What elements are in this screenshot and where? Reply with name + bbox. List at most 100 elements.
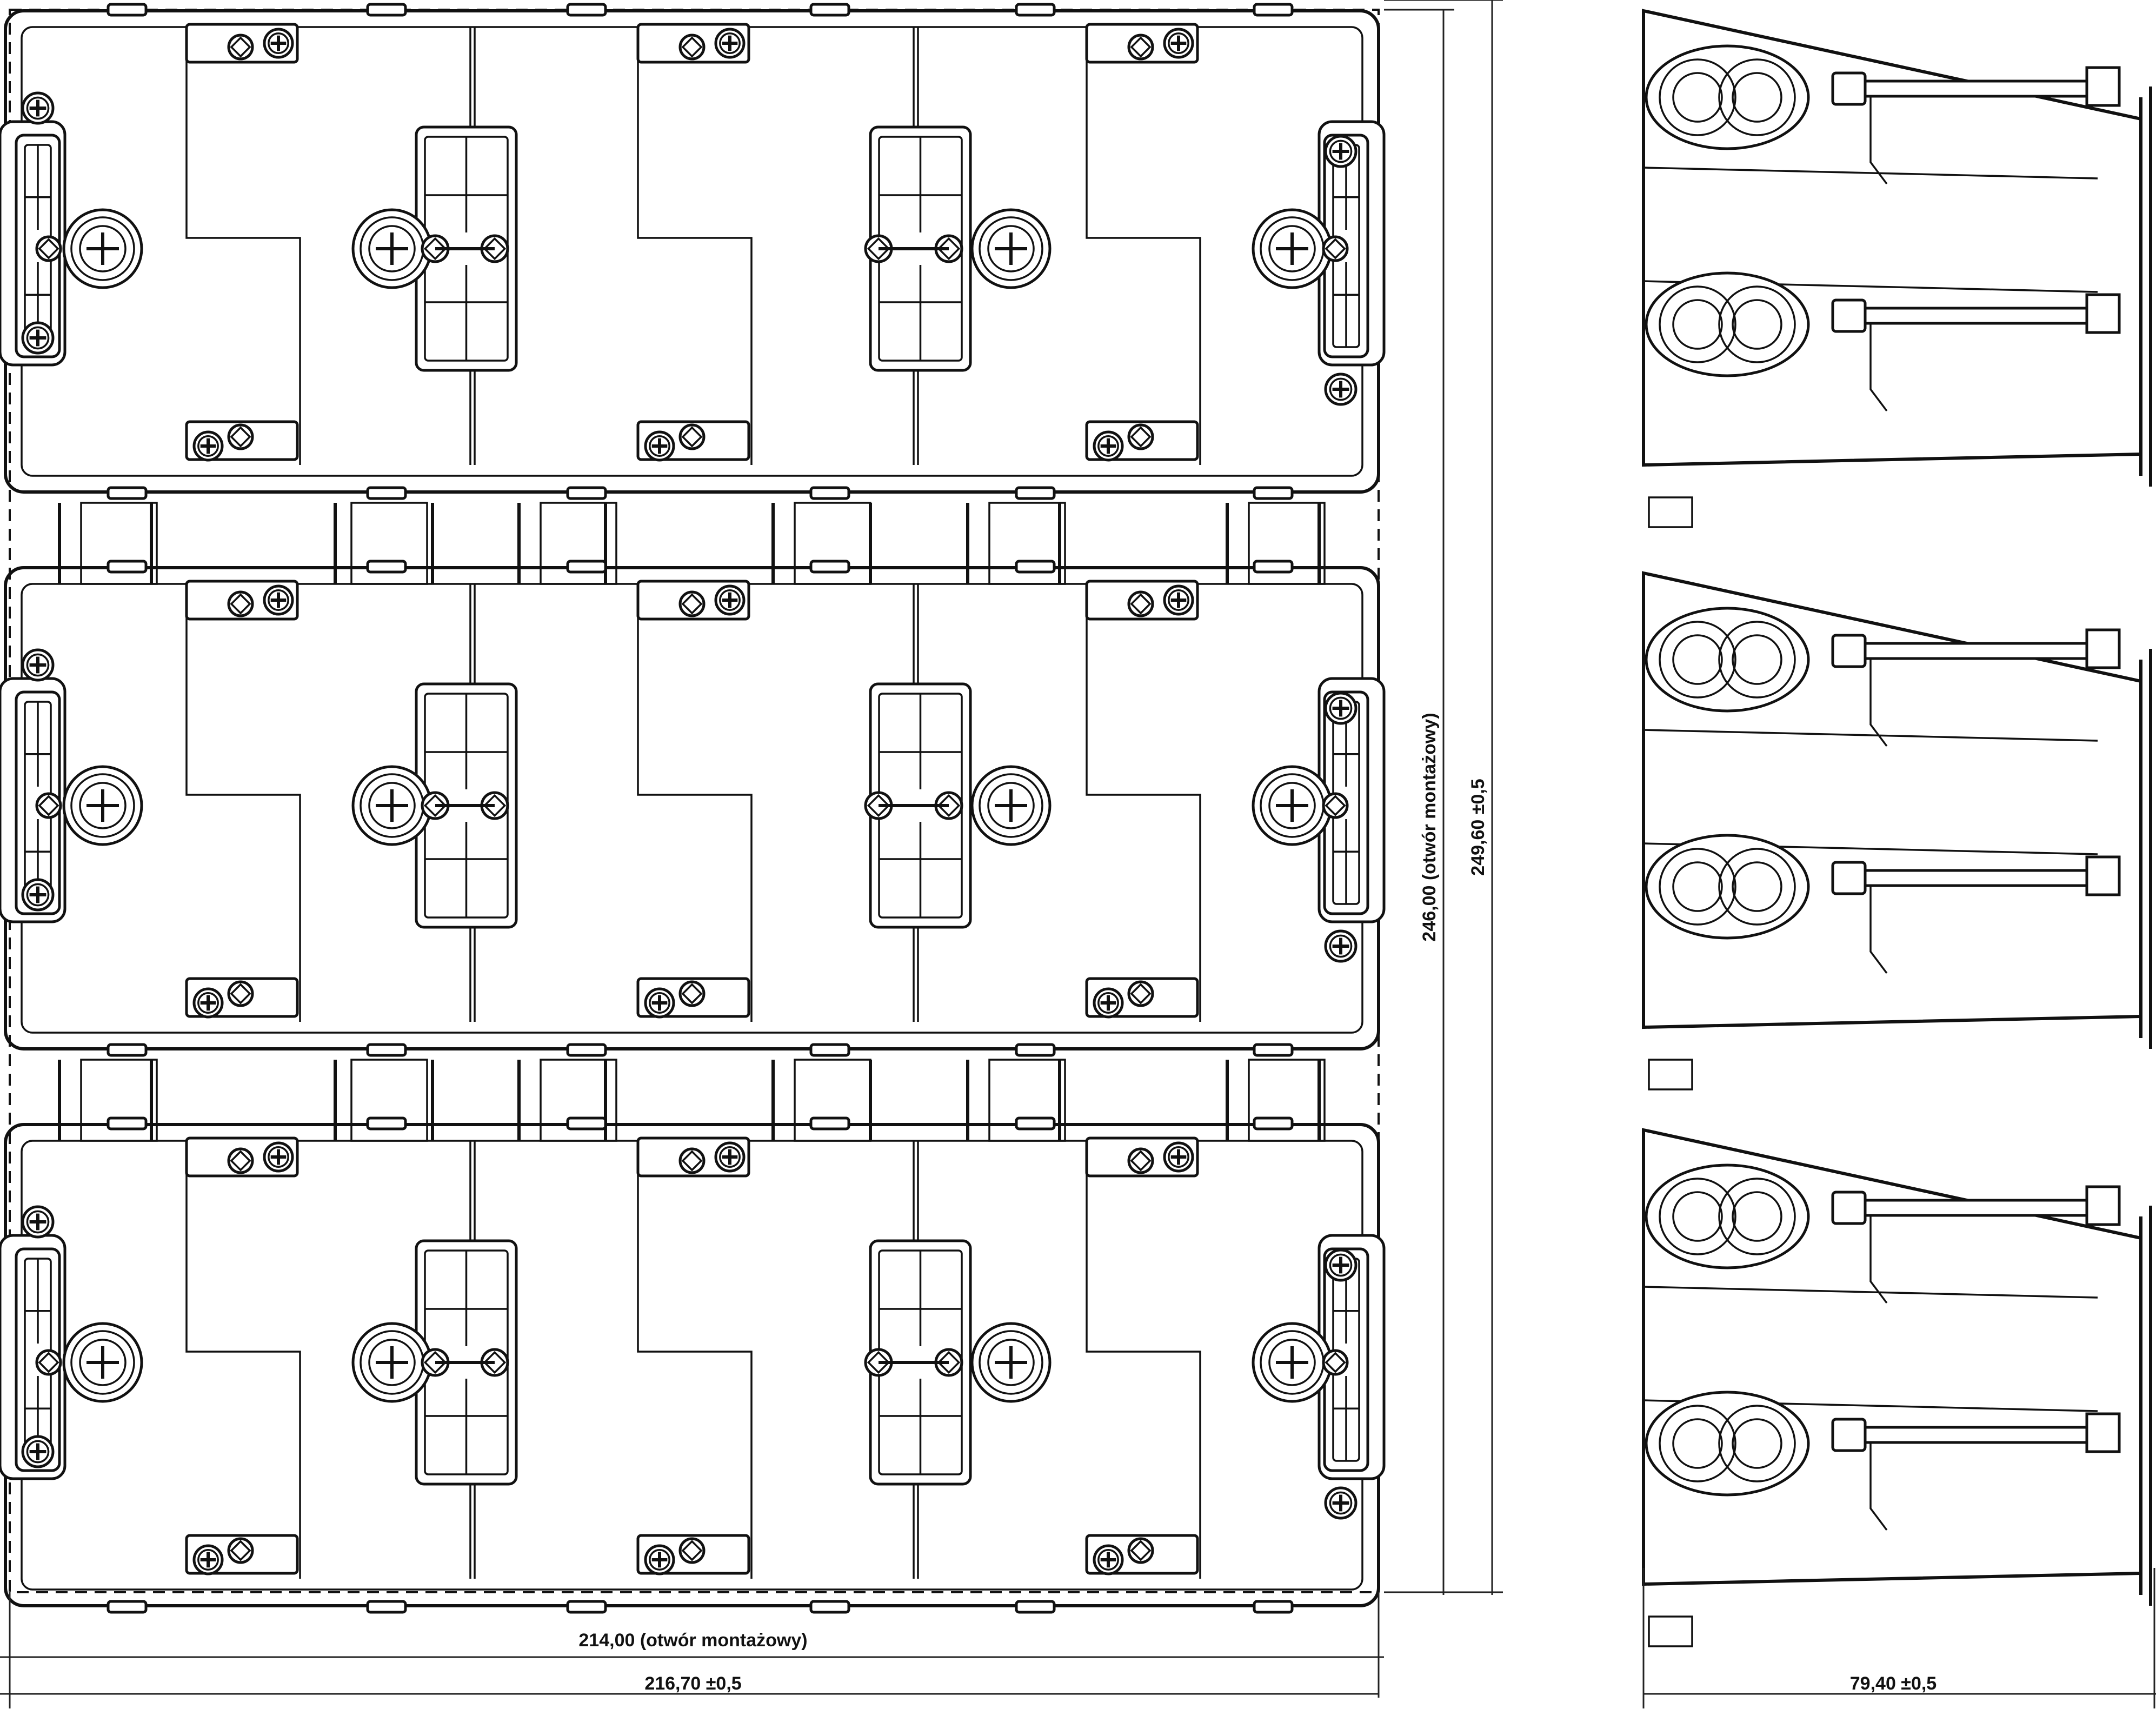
mounting-screw-icon: [1324, 929, 1358, 963]
nut-icon: [1127, 590, 1154, 617]
screw-boss-icon: [1252, 1322, 1333, 1403]
bottom-slot-tab: [566, 1043, 607, 1057]
nut-icon: [678, 980, 706, 1007]
box-outer-wall: [4, 566, 1380, 1050]
screw-boss-icon: [351, 765, 432, 846]
side-clip: [1648, 496, 1693, 528]
nut-icon: [1127, 423, 1154, 450]
mounting-screw-icon: [21, 648, 55, 682]
bottom-slot-tab: [107, 1600, 148, 1614]
top-slot-tab: [366, 1116, 407, 1131]
mounting-screw-icon: [263, 584, 294, 616]
top-slot-tab: [1015, 560, 1056, 574]
nut-icon: [1127, 1147, 1154, 1174]
bottom-slot-tab: [566, 486, 607, 500]
threaded-screw-icon: [1831, 66, 2121, 185]
nut-icon: [227, 34, 254, 61]
bottom-slot-tab: [809, 1600, 850, 1614]
bottom-slot-tab: [107, 1043, 148, 1057]
cable-entry-icon: [1645, 1391, 1810, 1497]
nut-icon: [227, 1537, 254, 1564]
side-clip: [1648, 1615, 1693, 1647]
threaded-screw-icon: [1831, 628, 2121, 747]
mounting-hole-outline: [9, 9, 1380, 1593]
top-slot-tab: [809, 3, 850, 17]
top-slot-tab: [566, 3, 607, 17]
top-slot-tab: [1253, 3, 1294, 17]
bottom-slot-tab: [1253, 486, 1294, 500]
mounting-screw-icon: [21, 1205, 55, 1239]
mounting-screw-icon: [1093, 987, 1124, 1019]
mounting-screw-icon: [1163, 28, 1194, 59]
mounting-screw-icon: [1093, 1544, 1124, 1575]
mounting-screw-icon: [1163, 1141, 1194, 1173]
nut-icon: [678, 34, 706, 61]
width-mounting-hole-label: 214,00 (otwór montażowy): [578, 1630, 807, 1651]
mounting-screw-icon: [21, 1435, 55, 1468]
side-box-profile: [1642, 9, 2152, 528]
top-slot-tab: [1015, 1116, 1056, 1131]
mounting-screw-icon: [1163, 584, 1194, 616]
mounting-screw-icon: [1324, 691, 1358, 725]
bottom-slot-tab: [366, 1600, 407, 1614]
screw-boss-icon: [62, 1322, 143, 1403]
nut-icon: [227, 1147, 254, 1174]
screw-boss-icon: [970, 765, 1052, 846]
nut-icon: [1127, 1537, 1154, 1564]
mounting-screw-icon: [21, 91, 55, 125]
top-slot-tab: [566, 560, 607, 574]
top-slot-tab: [107, 560, 148, 574]
bottom-slot-tab: [1253, 1600, 1294, 1614]
box-inner-wall: [21, 1140, 1363, 1591]
mounting-screw-icon: [1324, 373, 1358, 406]
nut-icon: [35, 792, 62, 819]
mounting-screw-icon: [644, 430, 675, 462]
width-outer-label: 216,70 ±0,5: [644, 1673, 741, 1694]
top-slot-tab: [107, 3, 148, 17]
front-view-triple-box: [0, 3, 1386, 1614]
nut-icon: [227, 590, 254, 617]
box-outer-wall: [4, 9, 1380, 494]
side-box-profile: [1642, 571, 2152, 1090]
bottom-slot-tab: [1253, 1043, 1294, 1057]
mounting-screw-icon: [644, 1544, 675, 1575]
nut-icon: [678, 1147, 706, 1174]
mounting-screw-icon: [21, 321, 55, 355]
screw-boss-icon: [970, 208, 1052, 289]
side-clip: [1648, 1059, 1693, 1090]
module-divider: [637, 27, 753, 465]
screw-boss-icon: [1252, 765, 1333, 846]
screw-boss-icon: [62, 208, 143, 289]
bottom-slot-tab: [1015, 1043, 1056, 1057]
nut-icon: [1322, 1349, 1349, 1376]
mounting-screw-icon: [192, 1544, 224, 1575]
nut-icon: [678, 590, 706, 617]
side-box-profile: [1642, 1128, 2152, 1647]
bottom-slot-tab: [1015, 1600, 1056, 1614]
nut-icon: [35, 235, 62, 262]
box-row: [0, 3, 1386, 500]
box-row: [0, 1116, 1386, 1614]
nut-icon: [227, 980, 254, 1007]
box-inner-wall: [21, 583, 1363, 1034]
nut-icon: [227, 423, 254, 450]
screw-boss-icon: [62, 765, 143, 846]
module-divider: [637, 1141, 753, 1579]
box-row: [0, 560, 1386, 1057]
side-view-profile: [1642, 9, 2152, 1647]
nut-icon: [1127, 980, 1154, 1007]
mounting-screw-icon: [1093, 430, 1124, 462]
top-slot-tab: [1253, 1116, 1294, 1131]
top-slot-tab: [809, 1116, 850, 1131]
cable-entry-icon: [1645, 271, 1810, 377]
top-slot-tab: [1015, 3, 1056, 17]
mounting-screw-icon: [1324, 135, 1358, 168]
screw-boss-icon: [351, 208, 432, 289]
mounting-screw-icon: [1324, 1248, 1358, 1282]
module-divider: [185, 1141, 301, 1579]
bottom-slot-tab: [1015, 486, 1056, 500]
module-divider: [1086, 1141, 1201, 1579]
threaded-screw-icon: [1831, 1185, 2121, 1304]
nut-icon: [1322, 792, 1349, 819]
